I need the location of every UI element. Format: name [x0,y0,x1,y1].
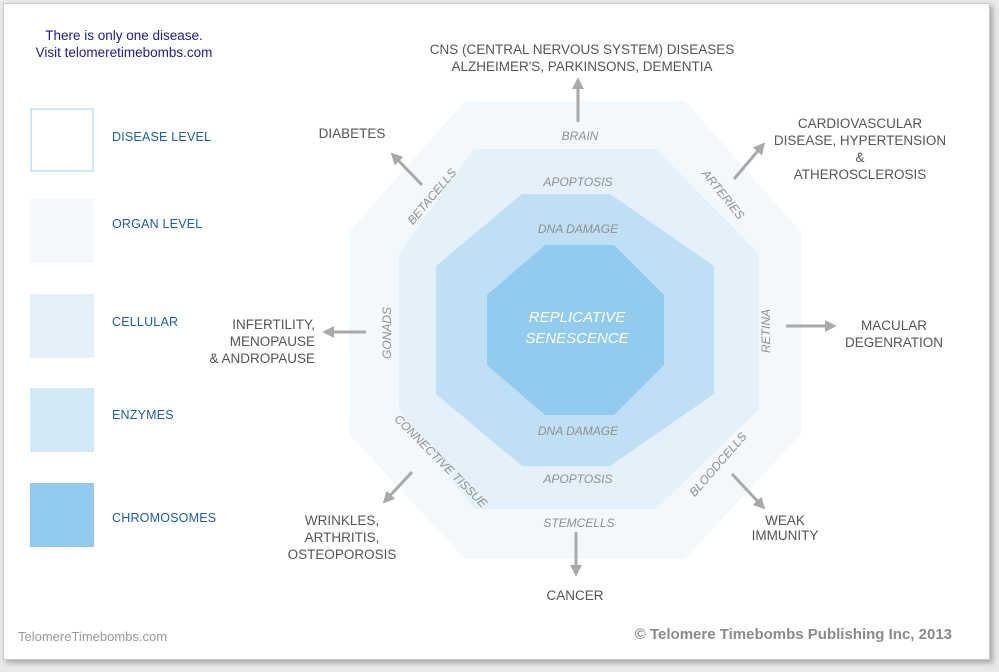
header-line-2: Visit telomeretimebombs.com [35,45,213,60]
disease-cancer: CANCER [546,588,603,603]
disease-cns-line-2: ALZHEIMER'S, PARKINSONS, DEMENTIA [451,59,712,74]
disease-cardio-line-3: & [855,150,864,165]
arrow-arteries [732,142,766,180]
disease-wrinkles-line-3: OSTEOPOROSIS [288,547,397,562]
disease-cardio-line-1: CARDIOVASCULAR [798,116,923,131]
cellular-label-top: APOPTOSIS [542,175,612,189]
organ-label-brain: BRAIN [562,129,599,143]
octagon-chromosomes [487,245,664,415]
footer-copyright: © Telomere Timebombs Publishing Inc, 201… [634,626,952,643]
arrow-bloodcells [730,472,766,510]
legend-swatch-organ-level [30,199,94,263]
organ-label-gonads: GONADS [380,307,394,359]
disease-infertility-line-2: MENOPAUSE [230,334,315,349]
organ-label-stemcells: STEMCELLS [543,516,614,530]
legend-swatch-enzymes [30,388,94,452]
legend-label-chromosomes: CHROMOSOMES [112,511,217,525]
footer-website: TelomereTimebombs.com [18,629,168,644]
header-line-1: There is only one disease. [45,28,203,43]
disease-infertility-line-3: & ANDROPAUSE [209,351,315,366]
arrow-betacells [390,152,424,187]
header-text: There is only one disease. Visit telomer… [4,27,244,61]
legend-label-disease-level: DISEASE LEVEL [112,130,212,144]
legend-label-enzymes: ENZYMES [112,408,174,422]
enzyme-label-top: DNA DAMAGE [538,222,619,236]
core-label-line-1: REPLICATIVE [529,309,626,326]
disease-macular-line-2: DEGENRATION [845,335,943,350]
arrow-connective-tissue [382,470,414,504]
disease-immunity-line-1: WEAK [765,513,805,528]
organ-label-retina: RETINA [759,309,773,353]
disease-cardio-line-2: DISEASE, HYPERTENSION [774,133,946,148]
disease-infertility-line-1: INFERTILITY, [232,317,315,332]
legend-label-organ-level: ORGAN LEVEL [112,217,203,231]
infographic-card: There is only one disease. Visit telomer… [3,3,990,660]
legend-swatch-cellular [30,294,94,358]
disease-wrinkles-line-1: WRINKLES, [305,513,379,528]
disease-immunity-line-2: IMMUNITY [752,528,819,543]
enzyme-label-bottom: DNA DAMAGE [538,424,619,438]
core-label-line-2: SENESCENCE [525,330,629,347]
disease-diabetes: DIABETES [319,126,386,141]
legend-swatch-disease-level [30,108,94,172]
octagon-diagram: REPLICATIVE SENESCENCE DNA DAMAGE DNA DA… [209,42,946,603]
cellular-label-bottom: APOPTOSIS [542,472,612,486]
disease-wrinkles-line-2: ARTHRITIS, [305,530,380,545]
legend-swatch-chromosomes [30,483,94,547]
disease-cardio-line-4: ATHEROSCLEROSIS [794,167,927,182]
legend-label-cellular: CELLULAR [112,315,179,329]
disease-macular-line-1: MACULAR [861,318,927,333]
disease-cns-line-1: CNS (CENTRAL NERVOUS SYSTEM) DISEASES [430,42,735,57]
